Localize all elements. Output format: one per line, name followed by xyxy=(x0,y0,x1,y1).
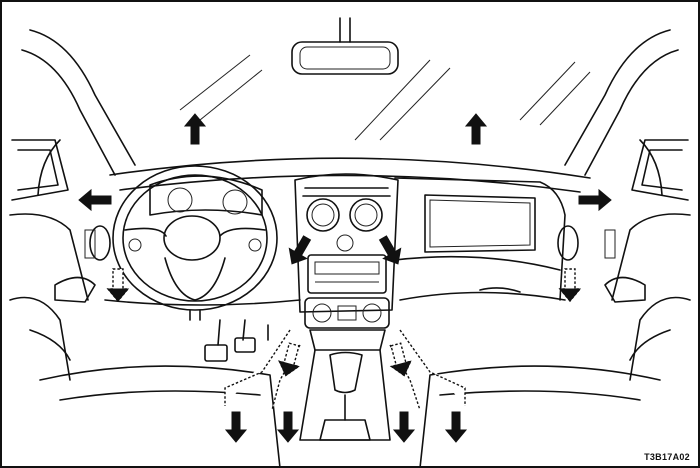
floor-vent-arrow-1 xyxy=(224,411,248,443)
floor-vent-arrow-2 xyxy=(276,411,300,443)
side-vent-dashed-arrow-right xyxy=(558,268,582,303)
steering-wheel xyxy=(112,165,278,321)
footwell-dashed-arrow-left xyxy=(278,342,301,377)
door-handles xyxy=(54,276,646,303)
center-vent-arrow-right xyxy=(378,235,402,265)
figure-code: T3B17A02 xyxy=(644,452,690,462)
gear-tunnel xyxy=(299,349,391,441)
pedals xyxy=(204,319,269,362)
front-seats xyxy=(39,365,661,468)
windshield-vent-arrow-left xyxy=(183,113,207,145)
rear-view-mirror xyxy=(291,17,399,75)
side-vents xyxy=(84,225,616,261)
side-window-vent-arrow-left xyxy=(78,188,112,212)
dashboard-outline xyxy=(104,157,591,306)
floor-vent-arrow-3 xyxy=(392,411,416,443)
center-vent-arrow-left xyxy=(288,235,312,265)
side-vent-dashed-arrow-left xyxy=(106,268,130,303)
windshield-vent-arrow-right xyxy=(464,113,488,145)
windshield-glare xyxy=(179,54,591,141)
right-a-pillar xyxy=(564,29,691,381)
side-window-vent-arrow-right xyxy=(578,188,612,212)
left-a-pillar xyxy=(9,29,136,381)
footwell-dashed-arrow-right xyxy=(389,342,412,377)
floor-vent-arrow-4 xyxy=(444,411,468,443)
